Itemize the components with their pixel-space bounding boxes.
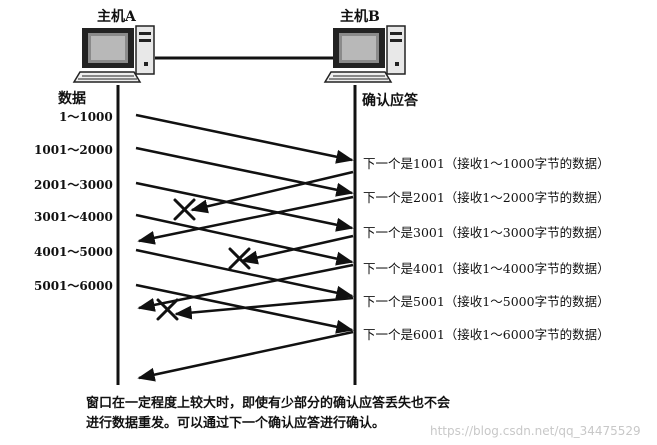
ack-label: 下一个是4001（接收1～4000字节的数据） — [363, 261, 610, 276]
caption-line-1: 窗口在一定程度上较大时，即使有少部分的确认应答丢失也不会 — [86, 396, 451, 411]
computer-b-icon — [323, 25, 406, 83]
segment-label: 3001～4000 — [34, 210, 113, 224]
caption-line-2: 进行数据重发。可以通过下一个确认应答进行确认。 — [86, 416, 386, 431]
data-column-title: 数据 — [58, 91, 86, 107]
ack-label: 下一个是3001（接收1～3000字节的数据） — [363, 225, 610, 240]
watermark: https://blog.csdn.net/qq_34475529 — [430, 424, 641, 438]
ack-column-title: 确认应答 — [362, 93, 418, 109]
ack-arrow-1-lost — [190, 170, 354, 214]
ack-label: 下一个是2001（接收1～2000字节的数据） — [363, 190, 610, 205]
data-arrow-5 — [135, 248, 354, 300]
lost-mark-icon — [173, 198, 196, 221]
ack-label: 下一个是1001（接收1～1000字节的数据） — [363, 156, 610, 171]
host-b-label: 主机B — [340, 9, 380, 25]
ack-label: 下一个是5001（接收1～5000字节的数据） — [363, 294, 610, 309]
segment-label: 4001～5000 — [34, 245, 113, 259]
ack-arrow-3-lost — [240, 234, 354, 265]
segment-label: 5001～6000 — [34, 279, 113, 293]
host-a-label: 主机A — [97, 9, 136, 25]
data-arrow-4 — [135, 213, 354, 266]
lost-mark-icon — [228, 247, 251, 270]
lost-mark-icon — [156, 298, 179, 321]
segment-label: 1001～2000 — [34, 143, 113, 157]
data-arrow-3 — [135, 181, 354, 232]
segment-label: 2001～3000 — [34, 178, 113, 192]
segment-label: 1～1000 — [59, 110, 113, 124]
data-arrow-1 — [135, 113, 354, 164]
ack-arrow-6 — [137, 330, 354, 382]
computer-a-icon — [72, 25, 155, 83]
ack-label: 下一个是6001（接收1～6000字节的数据） — [363, 327, 610, 342]
ack-arrow-2 — [137, 195, 354, 245]
ack-arrow-5-lost — [174, 296, 354, 320]
data-arrow-2 — [135, 146, 354, 197]
